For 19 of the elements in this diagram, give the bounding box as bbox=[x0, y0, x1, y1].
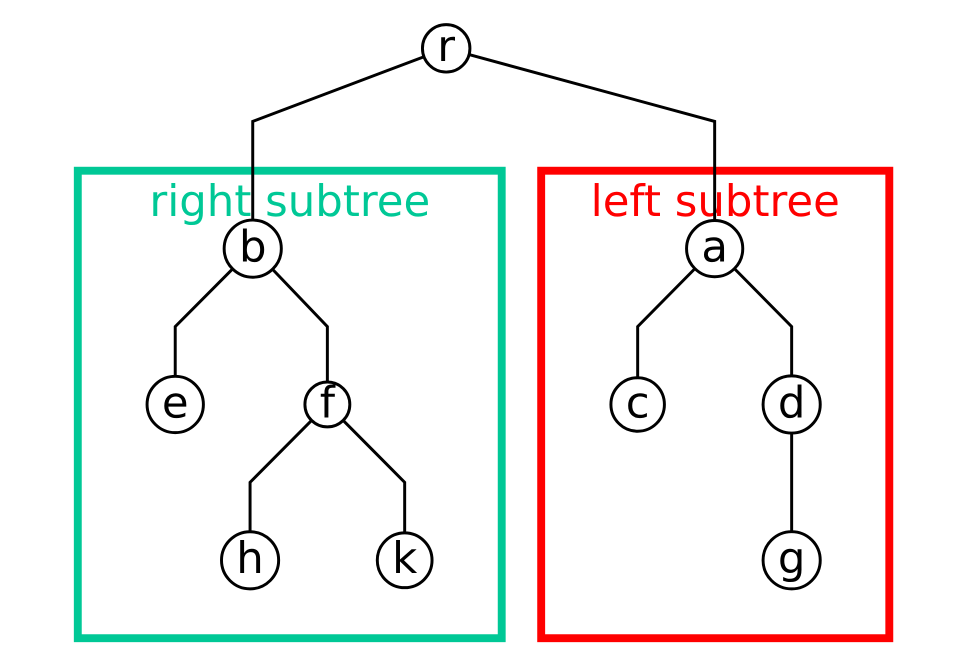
connector bbox=[271, 268, 329, 382]
connector bbox=[342, 419, 406, 533]
connector bbox=[251, 55, 424, 220]
node-circle: h bbox=[220, 530, 280, 590]
node-circle: b bbox=[222, 218, 283, 279]
node-circle: d bbox=[762, 374, 822, 435]
node-circle: k bbox=[376, 531, 434, 590]
connector bbox=[174, 268, 234, 376]
node-circle: a bbox=[685, 219, 744, 278]
node-circle: g bbox=[762, 530, 822, 590]
node-circle: c bbox=[609, 376, 666, 433]
node-circle: r bbox=[420, 23, 472, 74]
connector bbox=[468, 53, 716, 221]
connector bbox=[733, 268, 794, 376]
node-circle: f bbox=[303, 380, 352, 428]
connector bbox=[790, 433, 794, 532]
node-circle: e bbox=[146, 374, 205, 434]
connector bbox=[248, 419, 313, 532]
connector bbox=[636, 268, 696, 378]
